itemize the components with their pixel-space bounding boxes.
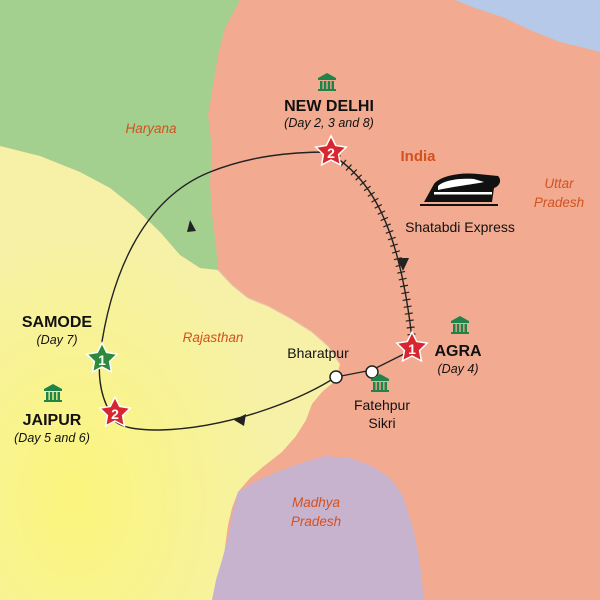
haryana-region — [0, 0, 240, 270]
train-track-tie — [387, 236, 396, 241]
train-track-tie — [385, 230, 394, 234]
waypoint-label-bharatpur: Bharatpur — [287, 345, 349, 361]
train-track-tie — [405, 319, 414, 322]
route-arrow-delhi-agra — [397, 258, 409, 271]
waypoint-marker-fatehpur-sikri[interactable] — [365, 365, 379, 379]
train-track-tie — [404, 312, 413, 315]
train-label: Shatabdi Express — [405, 219, 515, 235]
stop-days-samode: (Day 7) — [37, 333, 78, 347]
train-track-tie — [389, 243, 398, 247]
train-track-tie — [377, 210, 386, 215]
stop-marker-number: 1 — [98, 352, 106, 368]
train-track-tie — [383, 223, 391, 228]
waypoint-label-fatehpur-line1: Fatehpur — [354, 397, 410, 413]
rajasthan-region — [0, 146, 340, 600]
train-track-tie — [367, 191, 375, 197]
train-track-tie — [391, 250, 400, 254]
stop-days-agra: (Day 4) — [438, 362, 479, 376]
stop-marker-number: 2 — [111, 406, 119, 422]
train-track-tie — [402, 298, 411, 302]
train-track-tie — [340, 159, 347, 167]
stop-marker-number: 1 — [408, 341, 416, 357]
stop-name-new-delhi: NEW DELHI — [284, 98, 374, 115]
train-track-tie — [400, 284, 409, 288]
stop-name-agra: AGRA — [434, 343, 482, 360]
train-track-tie — [359, 179, 367, 186]
waypoint-marker-bharatpur[interactable] — [329, 370, 343, 384]
madhya-pradesh-region — [212, 456, 424, 600]
stop-marker-jaipur[interactable]: 2 — [98, 395, 132, 428]
train-track-tie — [398, 277, 407, 281]
train-track-tie — [380, 216, 389, 222]
route-arrow-bharatpur-jaipur — [234, 414, 246, 426]
stop-name-samode: SAMODE — [22, 314, 93, 331]
stop-days-new-delhi: (Day 2, 3 and 8) — [284, 116, 374, 130]
train-track-tie — [374, 203, 383, 209]
train-track-tie — [406, 326, 415, 329]
region-label-uttar-pradesh-line2: Pradesh — [534, 195, 584, 210]
stop-marker-number: 2 — [327, 145, 335, 161]
stop-marker-agra[interactable]: 1 — [395, 330, 429, 363]
train-track-tie — [401, 291, 410, 295]
train-track-tie — [355, 174, 363, 181]
waypoint-label-fatehpur-line2: Sikri — [368, 415, 395, 431]
train-icon — [420, 173, 501, 206]
train-track-tie — [397, 270, 406, 274]
blue-region — [455, 0, 600, 52]
region-label-madhya-pradesh-line2: Pradesh — [291, 514, 341, 529]
train-track-tie — [363, 185, 371, 192]
train-track-tie — [345, 164, 352, 171]
region-label-rajasthan: Rajasthan — [183, 330, 244, 345]
region-label-uttar-pradesh-line1: Uttar — [544, 176, 574, 191]
region-label-madhya-pradesh-line1: Madhya — [292, 495, 341, 510]
stop-marker-samode[interactable]: 1 — [85, 341, 119, 374]
region-label-haryana: Haryana — [125, 121, 177, 136]
train-track-tie — [403, 305, 412, 308]
route-arrow-samode-delhi — [187, 220, 196, 232]
stop-name-jaipur: JAIPUR — [23, 412, 82, 429]
stop-marker-new-delhi[interactable]: 2 — [314, 134, 348, 167]
country-label-india: India — [400, 148, 436, 165]
train-track-tie — [371, 197, 379, 203]
train-track-tie — [350, 169, 358, 176]
stop-days-jaipur: (Day 5 and 6) — [14, 431, 90, 445]
